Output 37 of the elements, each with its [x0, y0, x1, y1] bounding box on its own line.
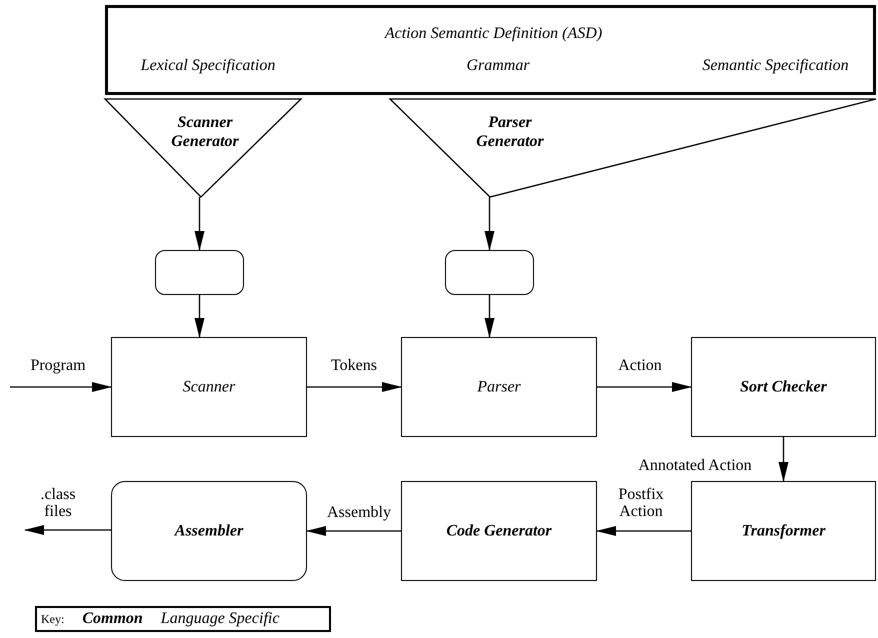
- process-box: [401, 481, 597, 581]
- node-label: Code Generator: [445, 522, 553, 540]
- arrow: [484, 197, 494, 251]
- node-label: Transformer: [740, 522, 826, 540]
- process-box: [691, 481, 876, 581]
- arrow: [24, 525, 111, 535]
- tool-box: [445, 250, 534, 295]
- generator-triangle: [105, 99, 301, 197]
- process-box: [111, 337, 307, 437]
- arrow: [194, 197, 204, 251]
- section-label: Grammar: [465, 56, 531, 75]
- node-label: Scanner Generator: [170, 113, 240, 151]
- process-box: [111, 481, 307, 581]
- arrow: [597, 382, 692, 392]
- arrow: [484, 295, 494, 338]
- arrow: [194, 295, 204, 338]
- arrow: [778, 437, 788, 482]
- tool-box: [155, 250, 244, 295]
- section-label: Lexical Specification: [140, 56, 276, 75]
- definition-box: [105, 5, 876, 95]
- section-label: Semantic Specification: [701, 56, 850, 75]
- node-label: Scanner: [182, 378, 236, 396]
- node-label: Parser Generator: [475, 113, 545, 151]
- arrow: [596, 526, 691, 536]
- arrow: [10, 382, 112, 392]
- node-label: Assembler: [173, 522, 244, 540]
- generator-triangle: [390, 99, 876, 197]
- arrow: [306, 526, 401, 536]
- process-box: [691, 337, 876, 437]
- diagram-heading: Action Semantic Definition (ASD): [383, 24, 604, 43]
- legend-text: Language Specific: [160, 610, 280, 628]
- legend-text: Common: [82, 610, 143, 628]
- process-box: [401, 337, 597, 437]
- key-label: Key:: [41, 612, 64, 626]
- node-label: Sort Checker: [739, 378, 828, 396]
- node-label: Parser: [476, 378, 522, 396]
- arrow: [307, 382, 402, 392]
